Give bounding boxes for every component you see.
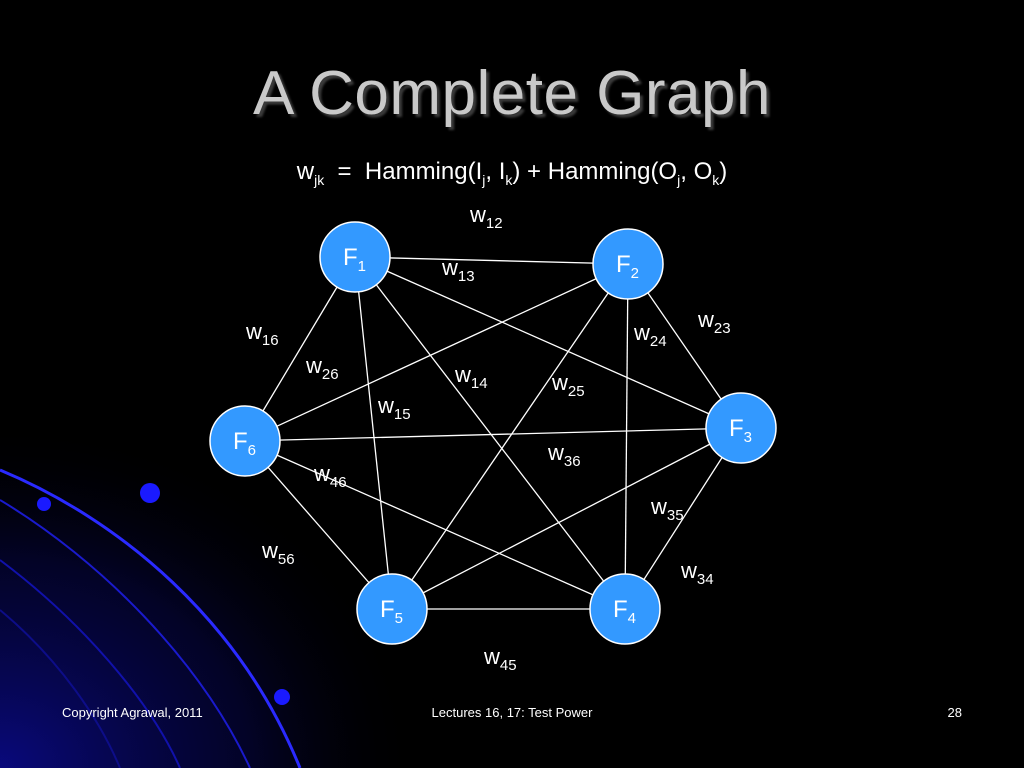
edge-2-6 <box>244 263 629 442</box>
weight-formula: wjk = Hamming(Ij, Ik) + Hamming(Oj, Ok) <box>0 158 1024 188</box>
edge-label-25: w25 <box>551 370 585 400</box>
edge-3-6 <box>244 427 742 442</box>
node-f5: F5 <box>356 573 428 645</box>
formula-lhs: w <box>296 158 315 185</box>
edge-1-5 <box>354 256 393 610</box>
footer-lecture: Lectures 16, 17: Test Power <box>431 705 593 720</box>
node-f6: F6 <box>209 405 281 477</box>
footer-copyright: Copyright Agrawal, 2011 <box>62 705 203 720</box>
slide-title: A Complete Graph <box>252 59 772 128</box>
edge-2-5 <box>391 263 629 610</box>
edge-label-23: w23 <box>697 307 731 337</box>
decor-arc-1 <box>0 468 302 768</box>
graph-edges <box>244 256 742 610</box>
formula-h2-sub-b: k <box>712 171 720 188</box>
formula-lhs-sub: jk <box>314 171 325 188</box>
edge-label-15: w15 <box>377 393 411 423</box>
formula-h2-sep: , O <box>680 158 713 185</box>
edge-3-5 <box>391 427 742 610</box>
node-f1: F1 <box>319 221 391 293</box>
edge-1-3 <box>354 256 742 429</box>
formula-h2-open: Hamming(O <box>547 158 678 185</box>
formula-h1-close: ) <box>512 158 521 185</box>
edge-label-16: w16 <box>245 319 279 349</box>
edge-1-4 <box>354 256 626 610</box>
formula-h1-sub-b: k <box>505 171 513 188</box>
node-f4: F4 <box>589 573 661 645</box>
formula-equals: = <box>324 158 365 185</box>
edge-label-14: w14 <box>454 362 488 392</box>
edge-label-34: w34 <box>680 558 714 588</box>
edge-label-46: w46 <box>313 461 347 491</box>
decor-arc-2 <box>0 499 251 768</box>
edge-label-36: w36 <box>547 440 581 470</box>
node-circle-f4 <box>589 573 661 645</box>
decor-arc-4 <box>0 609 121 768</box>
edge-5-6 <box>244 440 393 610</box>
formula-h2-sub-a: j <box>677 171 681 188</box>
edge-4-6 <box>244 440 626 610</box>
node-f3: F3 <box>705 392 777 464</box>
footer-page-number: 28 <box>947 705 962 720</box>
formula-h1-sub-a: j <box>482 171 486 188</box>
decor-dot-3 <box>274 689 290 705</box>
edge-label-35: w35 <box>650 494 684 524</box>
decor-dot-2 <box>37 497 51 511</box>
node-circle-f6 <box>209 405 281 477</box>
formula-h2-close: ) <box>719 158 728 185</box>
edge-label-24: w24 <box>633 320 667 350</box>
decor-arc-3 <box>0 559 181 768</box>
node-circle-f1 <box>319 221 391 293</box>
edge-3-4 <box>624 427 742 610</box>
edge-label-45: w45 <box>483 644 517 674</box>
node-circle-f2 <box>592 228 664 300</box>
node-circle-f5 <box>356 573 428 645</box>
node-circle-f3 <box>705 392 777 464</box>
edge-label-56: w56 <box>261 538 295 568</box>
edge-2-4 <box>624 263 629 610</box>
corner-glow <box>0 420 420 768</box>
decor-dot-1 <box>140 483 160 503</box>
formula-h1-open: Hamming(I <box>364 158 483 185</box>
node-f2: F2 <box>592 228 664 300</box>
formula-h1-sep: , I <box>485 158 506 185</box>
edge-label-12: w12 <box>469 202 503 232</box>
edge-label-26: w26 <box>305 353 339 383</box>
edge-1-2 <box>354 256 629 265</box>
formula-plus: + <box>520 158 548 185</box>
